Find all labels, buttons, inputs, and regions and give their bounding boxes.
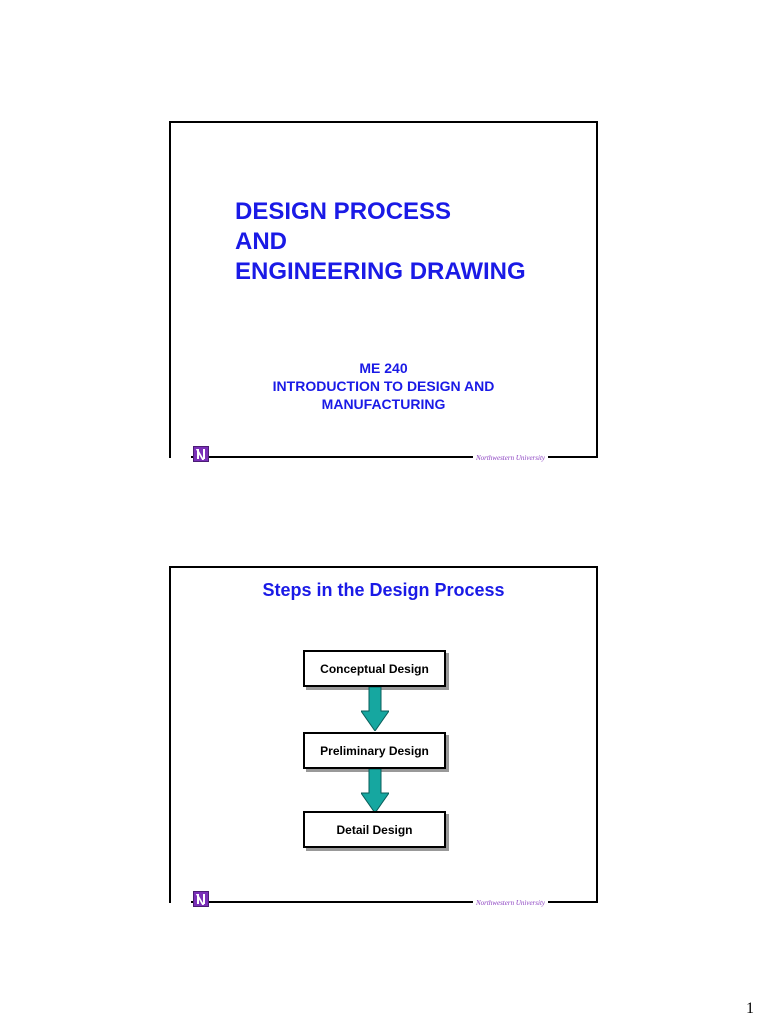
title-line-3: ENGINEERING DRAWING	[235, 258, 526, 285]
subtitle-line-1: ME 240	[359, 360, 408, 376]
subtitle-line-2: INTRODUCTION TO DESIGN AND	[272, 378, 495, 394]
footer-university-label: Northwestern University	[472, 898, 548, 908]
footer-university-label: Northwestern University	[472, 453, 548, 463]
northwestern-logo-icon	[193, 891, 209, 907]
title-line-2: AND	[235, 228, 287, 255]
subtitle-line-3: MANUFACTURING	[321, 396, 446, 412]
footer-rule	[191, 456, 598, 458]
footer-rule	[191, 901, 598, 903]
slide-1-title: DESIGN PROCESS AND ENGINEERING DRAWING	[235, 197, 526, 287]
down-arrow-icon	[361, 769, 389, 813]
slide-1-subtitle: ME 240 INTRODUCTION TO DESIGN AND MANUFA…	[171, 359, 596, 413]
step-detail-design: Detail Design	[303, 811, 446, 848]
page-number: 1	[746, 1000, 754, 1017]
slide-2-title: Steps in the Design Process	[262, 580, 505, 600]
slide-1: DESIGN PROCESS AND ENGINEERING DRAWING M…	[169, 121, 598, 463]
slide-2: Steps in the Design Process Conceptual D…	[169, 566, 598, 908]
northwestern-logo-icon	[193, 446, 209, 462]
title-line-1: DESIGN PROCESS	[235, 198, 452, 225]
step-preliminary-design: Preliminary Design	[303, 732, 446, 769]
step-conceptual-design: Conceptual Design	[303, 650, 446, 687]
down-arrow-icon	[361, 687, 389, 731]
